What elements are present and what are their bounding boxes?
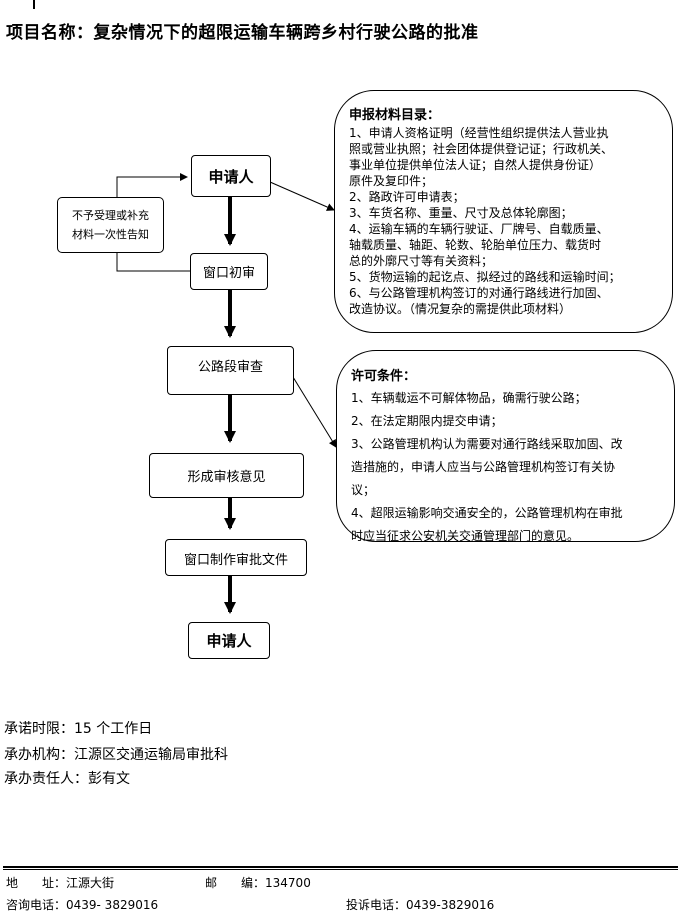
materials-line: 照或营业执照；社会团体提供登记证；行政机关、 bbox=[349, 142, 614, 156]
materials-line: 4、运输车辆的车辆行驶证、厂牌号、自载质量、 bbox=[349, 222, 609, 236]
materials-line: 1、申请人资格证明（经营性组织提供法人营业执 bbox=[349, 126, 609, 140]
time-limit-text: 承诺时限：15 个工作日 bbox=[4, 721, 153, 737]
approval-document-box: 窗口制作审批文件 bbox=[165, 539, 307, 576]
address-label: 地 址： bbox=[6, 876, 67, 890]
conditions-line: 议； bbox=[351, 483, 376, 497]
rejection-notice-box: 不予受理或补充 材料一次性告知 bbox=[57, 197, 164, 253]
materials-line: 改造协议。（情况复杂的需提供此项材料） bbox=[349, 302, 572, 316]
conditions-line: 1、车辆载运不可解体物品，确需行驶公路； bbox=[351, 391, 587, 405]
responsible-person-text: 承办责任人：彭有文 bbox=[4, 771, 130, 787]
footer-divider-thick bbox=[3, 866, 678, 868]
footer-divider-thin bbox=[3, 869, 678, 870]
postcode-row: 邮 编：134700 bbox=[205, 874, 311, 891]
complaint-phone: 投诉电话：0439-3829016 bbox=[346, 898, 495, 912]
address-row: 地 址：江源大街 bbox=[6, 874, 114, 891]
postcode-value: 134700 bbox=[265, 876, 311, 890]
conditions-line: 2、在法定期限内提交申请； bbox=[351, 414, 503, 428]
materials-line: 原件及复印件； bbox=[349, 174, 434, 188]
applicant-start-box: 申请人 bbox=[191, 155, 271, 197]
agency-text: 承办机构：江源区交通运输局审批科 bbox=[4, 747, 228, 763]
materials-line: 6、与公路管理机构签订的对通行路线进行加固、 bbox=[349, 286, 609, 300]
conditions-line: 4、超限运输影响交通安全的，公路管理机构在审批 bbox=[351, 506, 623, 520]
conditions-line: 造措施的，申请人应当与公路管理机构签订有关协 bbox=[351, 460, 616, 474]
window-initial-review-box: 窗口初审 bbox=[190, 253, 268, 290]
rejection-notice-line-1: 不予受理或补充 bbox=[72, 209, 149, 222]
conditions-line: 3、公路管理机构认为需要对通行路线采取加固、改 bbox=[351, 437, 623, 451]
road-section-review-label: 公路段审查 bbox=[197, 360, 263, 375]
review-opinion-label: 形成审核意见 bbox=[187, 470, 266, 485]
materials-line: 轴载质量、轴距、轮数、轮胎单位压力、载货时 bbox=[349, 238, 602, 252]
consult-phone: 咨询电话：0439- 3829016 bbox=[6, 898, 159, 912]
review-opinion-box: 形成审核意见 bbox=[149, 453, 304, 498]
materials-line: 总的外廓尺寸等有关资料； bbox=[349, 254, 494, 268]
approval-document-label: 窗口制作审批文件 bbox=[183, 553, 288, 568]
materials-line: 3、车货名称、重量、尺寸及总体轮廓图； bbox=[349, 206, 573, 220]
materials-line: 2、路政许可申请表； bbox=[349, 190, 465, 204]
applicant-end-label: 申请人 bbox=[206, 632, 252, 650]
materials-line: 事业单位提供单位法人证；自然人提供身份证） bbox=[349, 158, 602, 172]
road-section-review-box: 公路段审查 bbox=[167, 346, 294, 395]
applicant-start-label: 申请人 bbox=[208, 167, 254, 186]
window-initial-review-label: 窗口初审 bbox=[202, 266, 255, 281]
materials-panel: 申报材料目录： 1、申请人资格证明（经营性组织提供法人营业执 照或营业执照；社会… bbox=[334, 90, 673, 333]
rejection-notice-line-2: 材料一次性告知 bbox=[72, 228, 149, 241]
conditions-panel: 许可条件： 1、车辆载运不可解体物品，确需行驶公路； 2、在法定期限内提交申请；… bbox=[336, 350, 675, 543]
materials-title: 申报材料目录： bbox=[349, 108, 441, 123]
corner-mark bbox=[33, 0, 35, 9]
conditions-line: 时应当征求公安机关交通管理部门的意见。 bbox=[351, 529, 580, 543]
conditions-title: 许可条件： bbox=[351, 369, 417, 384]
applicant-end-box: 申请人 bbox=[188, 622, 270, 659]
page-title: 项目名称：复杂情况下的超限运输车辆跨乡村行驶公路的批准 bbox=[6, 23, 479, 43]
address-value: 江源大街 bbox=[66, 876, 115, 890]
materials-line: 5、货物运输的起讫点、拟经过的路线和运输时间； bbox=[349, 270, 621, 284]
postcode-label: 邮 编： bbox=[205, 876, 266, 890]
